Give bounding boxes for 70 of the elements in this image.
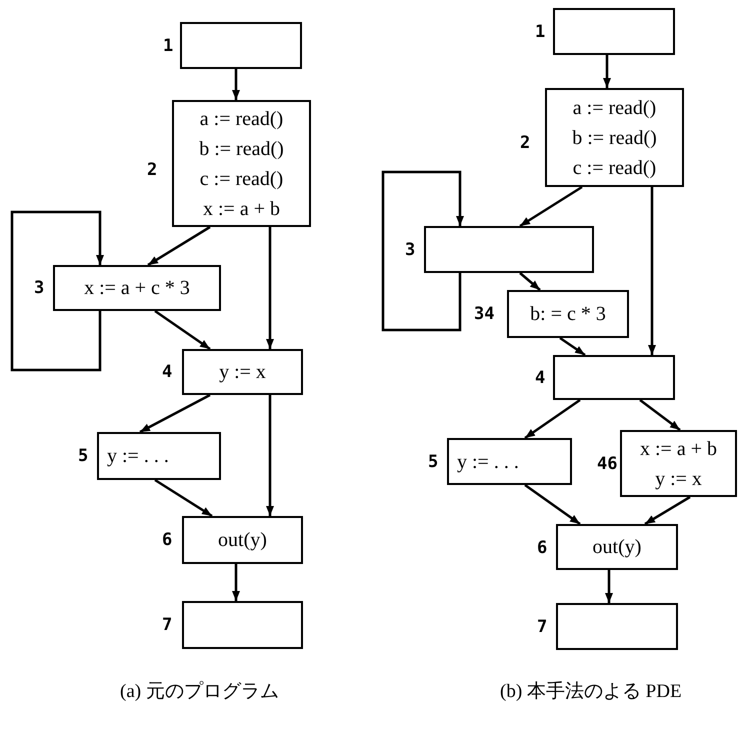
code-statement: a := read() xyxy=(572,96,656,120)
arrow xyxy=(519,186,583,228)
block-number: 46 xyxy=(597,454,618,474)
block-number: 7 xyxy=(162,615,172,635)
block-number: 34 xyxy=(474,304,494,324)
block-number: 3 xyxy=(34,278,44,298)
block-number: 2 xyxy=(520,133,530,153)
basic-block-box xyxy=(556,603,678,650)
code-statement: x := a + b xyxy=(640,436,717,462)
arrow xyxy=(605,570,613,603)
code-statement: out(y) xyxy=(592,535,642,560)
code-statement: y := x xyxy=(655,466,702,492)
code-statement: c := read() xyxy=(200,166,284,192)
arrow xyxy=(232,69,240,100)
code-statement: y := . . . xyxy=(457,450,519,474)
block-number: 3 xyxy=(405,240,416,260)
arrow xyxy=(266,227,274,349)
block-number: 1 xyxy=(535,22,546,42)
basic-block-box xyxy=(182,349,303,395)
basic-block-box xyxy=(424,226,594,273)
subfigure-caption: (b) 本手法のよる PDE xyxy=(500,680,682,704)
arrow xyxy=(644,496,691,526)
arrow xyxy=(524,398,581,440)
code-statement: b: = c * 3 xyxy=(530,302,606,327)
arrow xyxy=(154,478,213,518)
block-number: 5 xyxy=(428,452,438,472)
basic-block-box xyxy=(182,516,303,564)
block-number: 1 xyxy=(163,36,174,56)
arrow xyxy=(639,399,681,431)
basic-block-box xyxy=(182,601,303,649)
block-number: 2 xyxy=(147,160,158,180)
arrow xyxy=(524,484,581,526)
code-statement: out(y) xyxy=(218,528,267,553)
code-statement: x := a + c * 3 xyxy=(84,276,190,301)
code-statement: x := a + b xyxy=(203,196,280,222)
arrow xyxy=(266,395,274,516)
basic-block-box xyxy=(447,438,572,485)
block-number: 4 xyxy=(162,362,172,382)
basic-block-box xyxy=(553,355,675,400)
arrow xyxy=(139,394,211,434)
block-number: 6 xyxy=(537,538,548,558)
arrow xyxy=(10,210,104,372)
arrow xyxy=(154,310,211,350)
code-statement: b := read() xyxy=(572,126,657,150)
block-number: 4 xyxy=(535,368,546,388)
block-number: 7 xyxy=(537,617,548,637)
basic-block-box xyxy=(545,88,684,187)
basic-block-box xyxy=(556,524,678,570)
arrow xyxy=(559,336,586,356)
code-statement: y := . . . xyxy=(107,444,169,469)
basic-block-box xyxy=(53,265,221,311)
block-number: 6 xyxy=(162,530,172,550)
arrow xyxy=(519,272,541,291)
arrow xyxy=(648,187,656,355)
subfigure-caption: (a) 元のプログラム xyxy=(120,680,279,704)
code-statement: b := read() xyxy=(199,136,284,162)
arrow xyxy=(232,564,240,601)
arrow xyxy=(147,226,211,266)
arrow xyxy=(603,55,611,88)
code-statement: a := read() xyxy=(200,106,284,132)
basic-block-box xyxy=(507,290,629,338)
block-number: 5 xyxy=(78,446,88,466)
basic-block-box xyxy=(172,100,311,227)
basic-block-box xyxy=(97,432,221,480)
code-statement: y := x xyxy=(219,360,266,385)
basic-block-box xyxy=(180,22,302,69)
arrow xyxy=(382,170,464,332)
code-statement: c := read() xyxy=(572,156,656,180)
basic-block-box xyxy=(553,8,675,55)
basic-block-box xyxy=(620,430,737,497)
